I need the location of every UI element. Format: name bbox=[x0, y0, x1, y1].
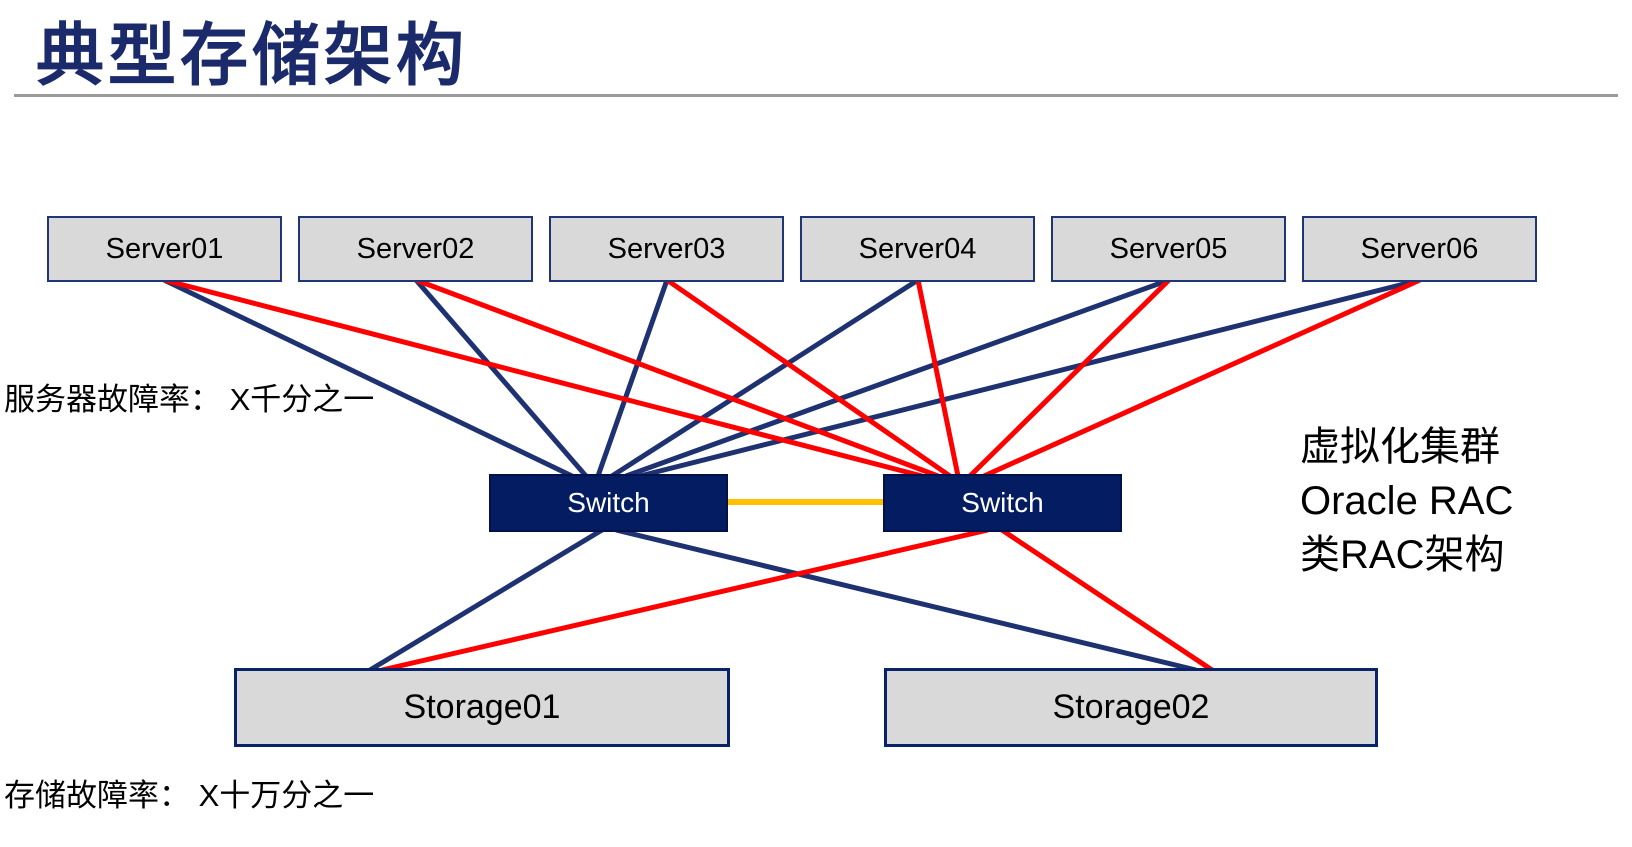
cluster-type-note: 虚拟化集群 Oracle RAC 类RAC架构 bbox=[1300, 420, 1513, 582]
server05-switch-b-link bbox=[968, 278, 1171, 478]
switch-b-storage01-link bbox=[381, 527, 989, 673]
server05-label: Server05 bbox=[1109, 232, 1228, 265]
storage02-node: Storage02 bbox=[884, 668, 1378, 747]
switch-b-label: Switch bbox=[961, 487, 1044, 518]
server06-label: Server06 bbox=[1360, 232, 1479, 265]
switch-a-storage02-link bbox=[615, 527, 1197, 673]
server03-node: Server03 bbox=[549, 216, 784, 282]
server-failure-rate-note: 服务器故障率： X千分之一 bbox=[4, 382, 375, 417]
server05-node: Server05 bbox=[1051, 216, 1286, 282]
server04-label: Server04 bbox=[858, 232, 977, 265]
cluster-note-line-1: 虚拟化集群 bbox=[1300, 425, 1500, 469]
switch-a-label: Switch bbox=[567, 487, 650, 518]
switch-b-node: Switch bbox=[883, 474, 1122, 532]
server06-node: Server06 bbox=[1302, 216, 1537, 282]
page-title: 典型存储架构 bbox=[36, 18, 469, 94]
server02-switch-b-link bbox=[415, 277, 939, 479]
server02-label: Server02 bbox=[356, 232, 475, 265]
server06-switch-a-link bbox=[639, 277, 1421, 479]
title-divider bbox=[14, 94, 1618, 97]
server04-switch-a-link bbox=[610, 277, 920, 479]
switch-b-storage02-link bbox=[1000, 527, 1214, 673]
cluster-note-line-3: 类RAC架构 bbox=[1300, 533, 1505, 577]
storage02-label: Storage02 bbox=[1052, 688, 1210, 726]
server04-node: Server04 bbox=[800, 216, 1035, 282]
server02-node: Server02 bbox=[298, 216, 533, 282]
server01-switch-b-link bbox=[163, 277, 923, 479]
server01-switch-a-link bbox=[162, 277, 574, 479]
cluster-note-line-2: Oracle RAC bbox=[1300, 479, 1514, 523]
storage01-node: Storage01 bbox=[234, 668, 730, 747]
server06-switch-b-link bbox=[982, 277, 1422, 479]
server05-switch-a-link bbox=[625, 277, 1170, 479]
server02-switch-a-link bbox=[414, 278, 588, 478]
storage01-label: Storage01 bbox=[403, 688, 561, 726]
switch-a-node: Switch bbox=[489, 474, 728, 532]
server04-switch-b-link bbox=[915, 279, 961, 477]
server03-label: Server03 bbox=[607, 232, 726, 265]
server01-node: Server01 bbox=[47, 216, 282, 282]
server03-switch-b-link bbox=[665, 277, 952, 479]
server01-label: Server01 bbox=[105, 232, 224, 265]
storage-failure-rate-note: 存储故障率： X十万分之一 bbox=[4, 778, 375, 813]
server03-switch-a-link bbox=[595, 279, 670, 477]
switch-a-storage01-link bbox=[368, 527, 604, 673]
